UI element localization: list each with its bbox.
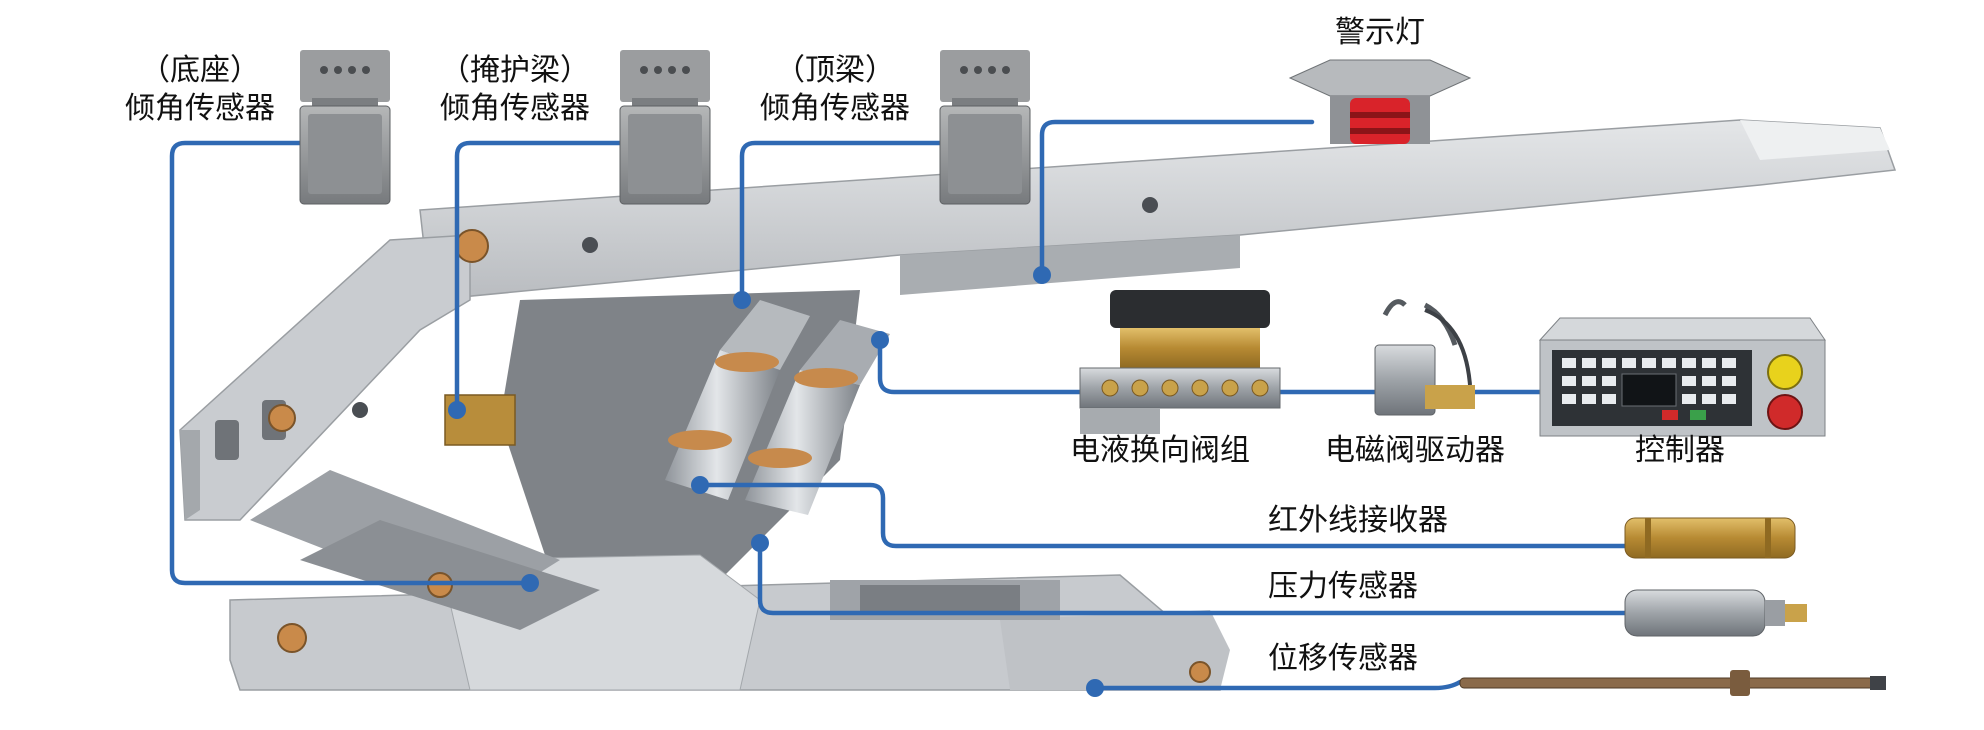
valve-driver-icon	[1374, 299, 1475, 416]
cable-top-sensor	[739, 140, 943, 303]
cable-connectors	[448, 266, 1104, 697]
base-sensor-label: （底座） 倾角传感器	[100, 52, 300, 128]
cable-ir-receiver	[697, 482, 1628, 549]
shield-sensor-label-line1: （掩护梁）	[440, 53, 590, 88]
valve-group-label: 电液换向阀组	[1070, 433, 1250, 468]
tilt-sensor-icon	[299, 50, 391, 205]
displacement-sensor-label: 位移传感器	[1268, 641, 1418, 676]
cable-valve-group	[877, 337, 1083, 395]
cable-base-sensor	[169, 140, 533, 586]
controller-label: 控制器	[1635, 433, 1725, 468]
cable-warning-light	[1039, 119, 1315, 278]
solenoid-valve-icon	[1079, 290, 1281, 434]
ir-receiver-label: 红外线接收器	[1268, 503, 1448, 538]
top-sensor-label-line1: （顶梁）	[775, 53, 895, 88]
cables	[169, 119, 1628, 691]
top-sensor-label-line2: 倾角传感器	[760, 91, 910, 126]
tilt-sensor-icon	[619, 50, 711, 205]
base-sensor-label-line1: （底座）	[140, 53, 260, 88]
base-sensor-label-line2: 倾角传感器	[125, 91, 275, 126]
cable-displacement-sensor	[1092, 679, 1463, 691]
warning-light-icon	[1288, 59, 1472, 144]
ir-receiver-icon	[1624, 517, 1796, 559]
shield-sensor-label-line2: 倾角传感器	[440, 91, 590, 126]
pressure-sensor-label: 压力传感器	[1268, 569, 1418, 604]
cable-pressure-sensor	[757, 540, 1628, 616]
warning-light-label: 警示灯	[1335, 15, 1425, 50]
displacement-sensor-icon	[1459, 670, 1886, 696]
cable-shield-sensor	[454, 140, 623, 413]
pressure-sensor-icon	[1624, 589, 1807, 637]
support-frame	[179, 119, 1897, 691]
valve-driver-label: 电磁阀驱动器	[1325, 433, 1505, 468]
controller-icon	[1538, 317, 1826, 437]
shield-sensor-label: （掩护梁） 倾角传感器	[415, 52, 615, 128]
top-sensor-label: （顶梁） 倾角传感器	[735, 52, 935, 128]
tilt-sensor-icon	[939, 50, 1031, 205]
